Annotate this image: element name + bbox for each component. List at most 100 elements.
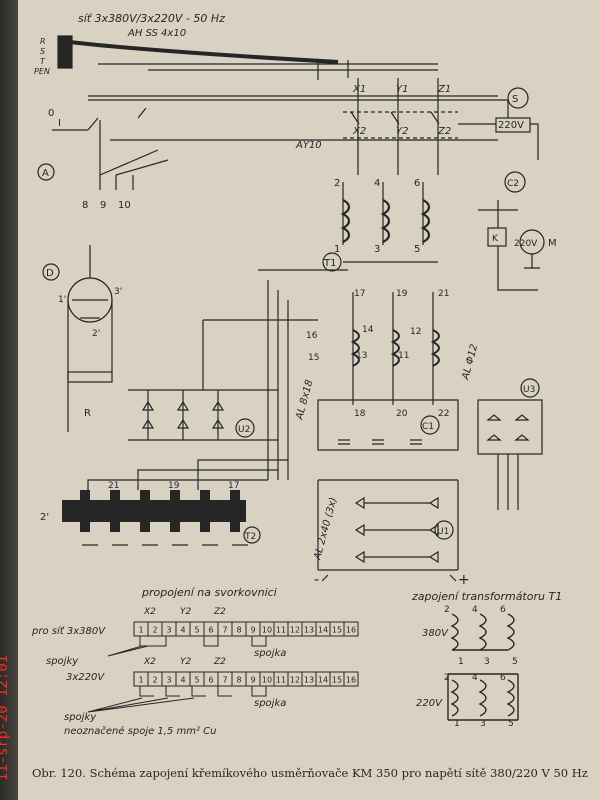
transformer-id: T1 bbox=[323, 258, 336, 269]
terminal-cell-number: 14 bbox=[318, 626, 328, 635]
mark-y2-380: Y2 bbox=[180, 607, 191, 617]
row-380-label: pro síť 3x380V bbox=[31, 625, 106, 637]
motor-id: M bbox=[548, 238, 557, 249]
w220-6: 6 bbox=[500, 673, 506, 683]
w220-voltage: 220V bbox=[416, 698, 443, 709]
r-label: R bbox=[84, 408, 91, 419]
terminal-cell-number: 3 bbox=[166, 676, 171, 685]
busbar-label: AL 8x18 bbox=[294, 379, 315, 422]
term-8: 8 bbox=[82, 200, 88, 211]
neoznacene-spoje: neoznačené spoje 1,5 mm² Cu bbox=[64, 725, 217, 737]
figure-caption: Obr. 120. Schéma zapojení křemíkového us… bbox=[32, 766, 588, 780]
c1-label: C1 bbox=[422, 422, 434, 432]
w220-1: 1 bbox=[454, 719, 460, 729]
dc-bus-label: AL 2x40 (3x) bbox=[312, 496, 339, 561]
contact-z2: Z2 bbox=[437, 126, 451, 137]
switch-off: 0 bbox=[48, 108, 54, 119]
phase-r: R bbox=[40, 37, 46, 46]
terminal-cell-number: 11 bbox=[276, 626, 286, 635]
sec-15: 15 bbox=[308, 353, 319, 363]
sec-18: 18 bbox=[354, 409, 366, 419]
s-label: S bbox=[512, 94, 518, 105]
mark-x2-220: X2 bbox=[143, 657, 156, 667]
sec-17: 17 bbox=[354, 289, 365, 299]
terminal-cell-number: 1 bbox=[138, 626, 143, 635]
w220-5: 5 bbox=[508, 719, 514, 729]
d-term-2: 2' bbox=[92, 329, 100, 339]
motor-voltage: 220V bbox=[514, 239, 538, 249]
u1-label: U1 bbox=[437, 527, 449, 537]
terminal-cell-number: 7 bbox=[222, 676, 227, 685]
tb-2prime: 2' bbox=[40, 512, 49, 523]
terminal-cell bbox=[343, 621, 359, 637]
mark-y2-220: Y2 bbox=[180, 657, 191, 667]
w220-4: 4 bbox=[472, 673, 478, 683]
terminal-cell bbox=[343, 671, 359, 687]
sec-19: 19 bbox=[396, 289, 408, 299]
spojka-380: spojka bbox=[254, 648, 286, 659]
sec-13: 13 bbox=[356, 351, 367, 361]
terminal-cell-number: 12 bbox=[290, 676, 300, 685]
terminal-cell-number: 4 bbox=[180, 676, 185, 685]
terminal-cell-number: 10 bbox=[262, 626, 272, 635]
terminal-cell-number: 13 bbox=[304, 676, 314, 685]
plus-terminal: + bbox=[458, 572, 470, 588]
spojky-220: spojky bbox=[64, 712, 97, 723]
w380-4: 4 bbox=[472, 605, 478, 615]
terminal-cell-number: 1 bbox=[138, 676, 143, 685]
coil-box bbox=[495, 117, 531, 133]
phase-s: S bbox=[40, 47, 45, 56]
book-page: síť 3x380V/3x220V - 50 Hz AH SS 4x10 R S… bbox=[18, 0, 600, 800]
tap-6: 6 bbox=[414, 178, 420, 189]
term-9: 9 bbox=[100, 200, 106, 211]
terminal-cell-number: 16 bbox=[346, 676, 356, 685]
terminal-cell-number: 5 bbox=[194, 676, 199, 685]
terminal-cell-number: 8 bbox=[236, 676, 241, 685]
terminal-cell-number: 16 bbox=[346, 626, 356, 635]
contact-y1: Y1 bbox=[396, 84, 408, 95]
spojka-220: spojka bbox=[254, 698, 286, 709]
w380-1: 1 bbox=[458, 657, 464, 667]
contact-x2: X2 bbox=[352, 126, 366, 137]
heading-svorkovnice: propojení na svorkovnici bbox=[141, 586, 277, 599]
tap-1: 1 bbox=[334, 244, 340, 255]
cap-c2: C2 bbox=[507, 179, 519, 189]
contact-x1: X1 bbox=[352, 84, 366, 95]
supply-cable bbox=[69, 40, 339, 64]
w380-voltage: 380V bbox=[422, 628, 449, 639]
d-term-1: 1' bbox=[58, 295, 66, 305]
book-binding bbox=[0, 0, 18, 800]
terminal-cell-number: 2 bbox=[152, 676, 157, 685]
terminal-cell-number: 2 bbox=[152, 626, 157, 635]
terminal-cell-number: 11 bbox=[276, 676, 286, 685]
terminal-cell-number: 5 bbox=[194, 626, 199, 635]
switch-on: I bbox=[58, 118, 61, 129]
mark-z2-220: Z2 bbox=[213, 657, 226, 667]
tb-19: 19 bbox=[168, 481, 180, 491]
wire-label-ay10: AY10 bbox=[295, 140, 322, 151]
mark-x2-380: X2 bbox=[143, 607, 156, 617]
terminal-cell-number: 14 bbox=[318, 676, 328, 685]
sec-14: 14 bbox=[362, 325, 374, 335]
sec-21: 21 bbox=[438, 289, 449, 299]
w220-3: 3 bbox=[480, 719, 486, 729]
tap-2: 2 bbox=[334, 178, 340, 189]
heading-zapojeni: zapojení transformátoru T1 bbox=[411, 590, 562, 603]
phase-t: T bbox=[40, 57, 46, 66]
spojky-380: spojky bbox=[46, 656, 79, 667]
terminal-cell-number: 4 bbox=[180, 626, 185, 635]
terminal-cell-number: 8 bbox=[236, 626, 241, 635]
terminal-cell-number: 9 bbox=[250, 626, 255, 635]
terminal-cell-number: 7 bbox=[222, 626, 227, 635]
terminal-cell-number: 15 bbox=[332, 676, 342, 685]
terminal-cell-number: 15 bbox=[332, 626, 342, 635]
phase-lines bbox=[357, 78, 439, 175]
w380-6: 6 bbox=[500, 605, 506, 615]
cable-label: AH SS 4x10 bbox=[127, 28, 186, 39]
sec-20: 20 bbox=[396, 409, 408, 419]
sec-12: 12 bbox=[410, 327, 421, 337]
tb-21: 21 bbox=[108, 481, 119, 491]
tb-id: T2 bbox=[244, 532, 256, 542]
